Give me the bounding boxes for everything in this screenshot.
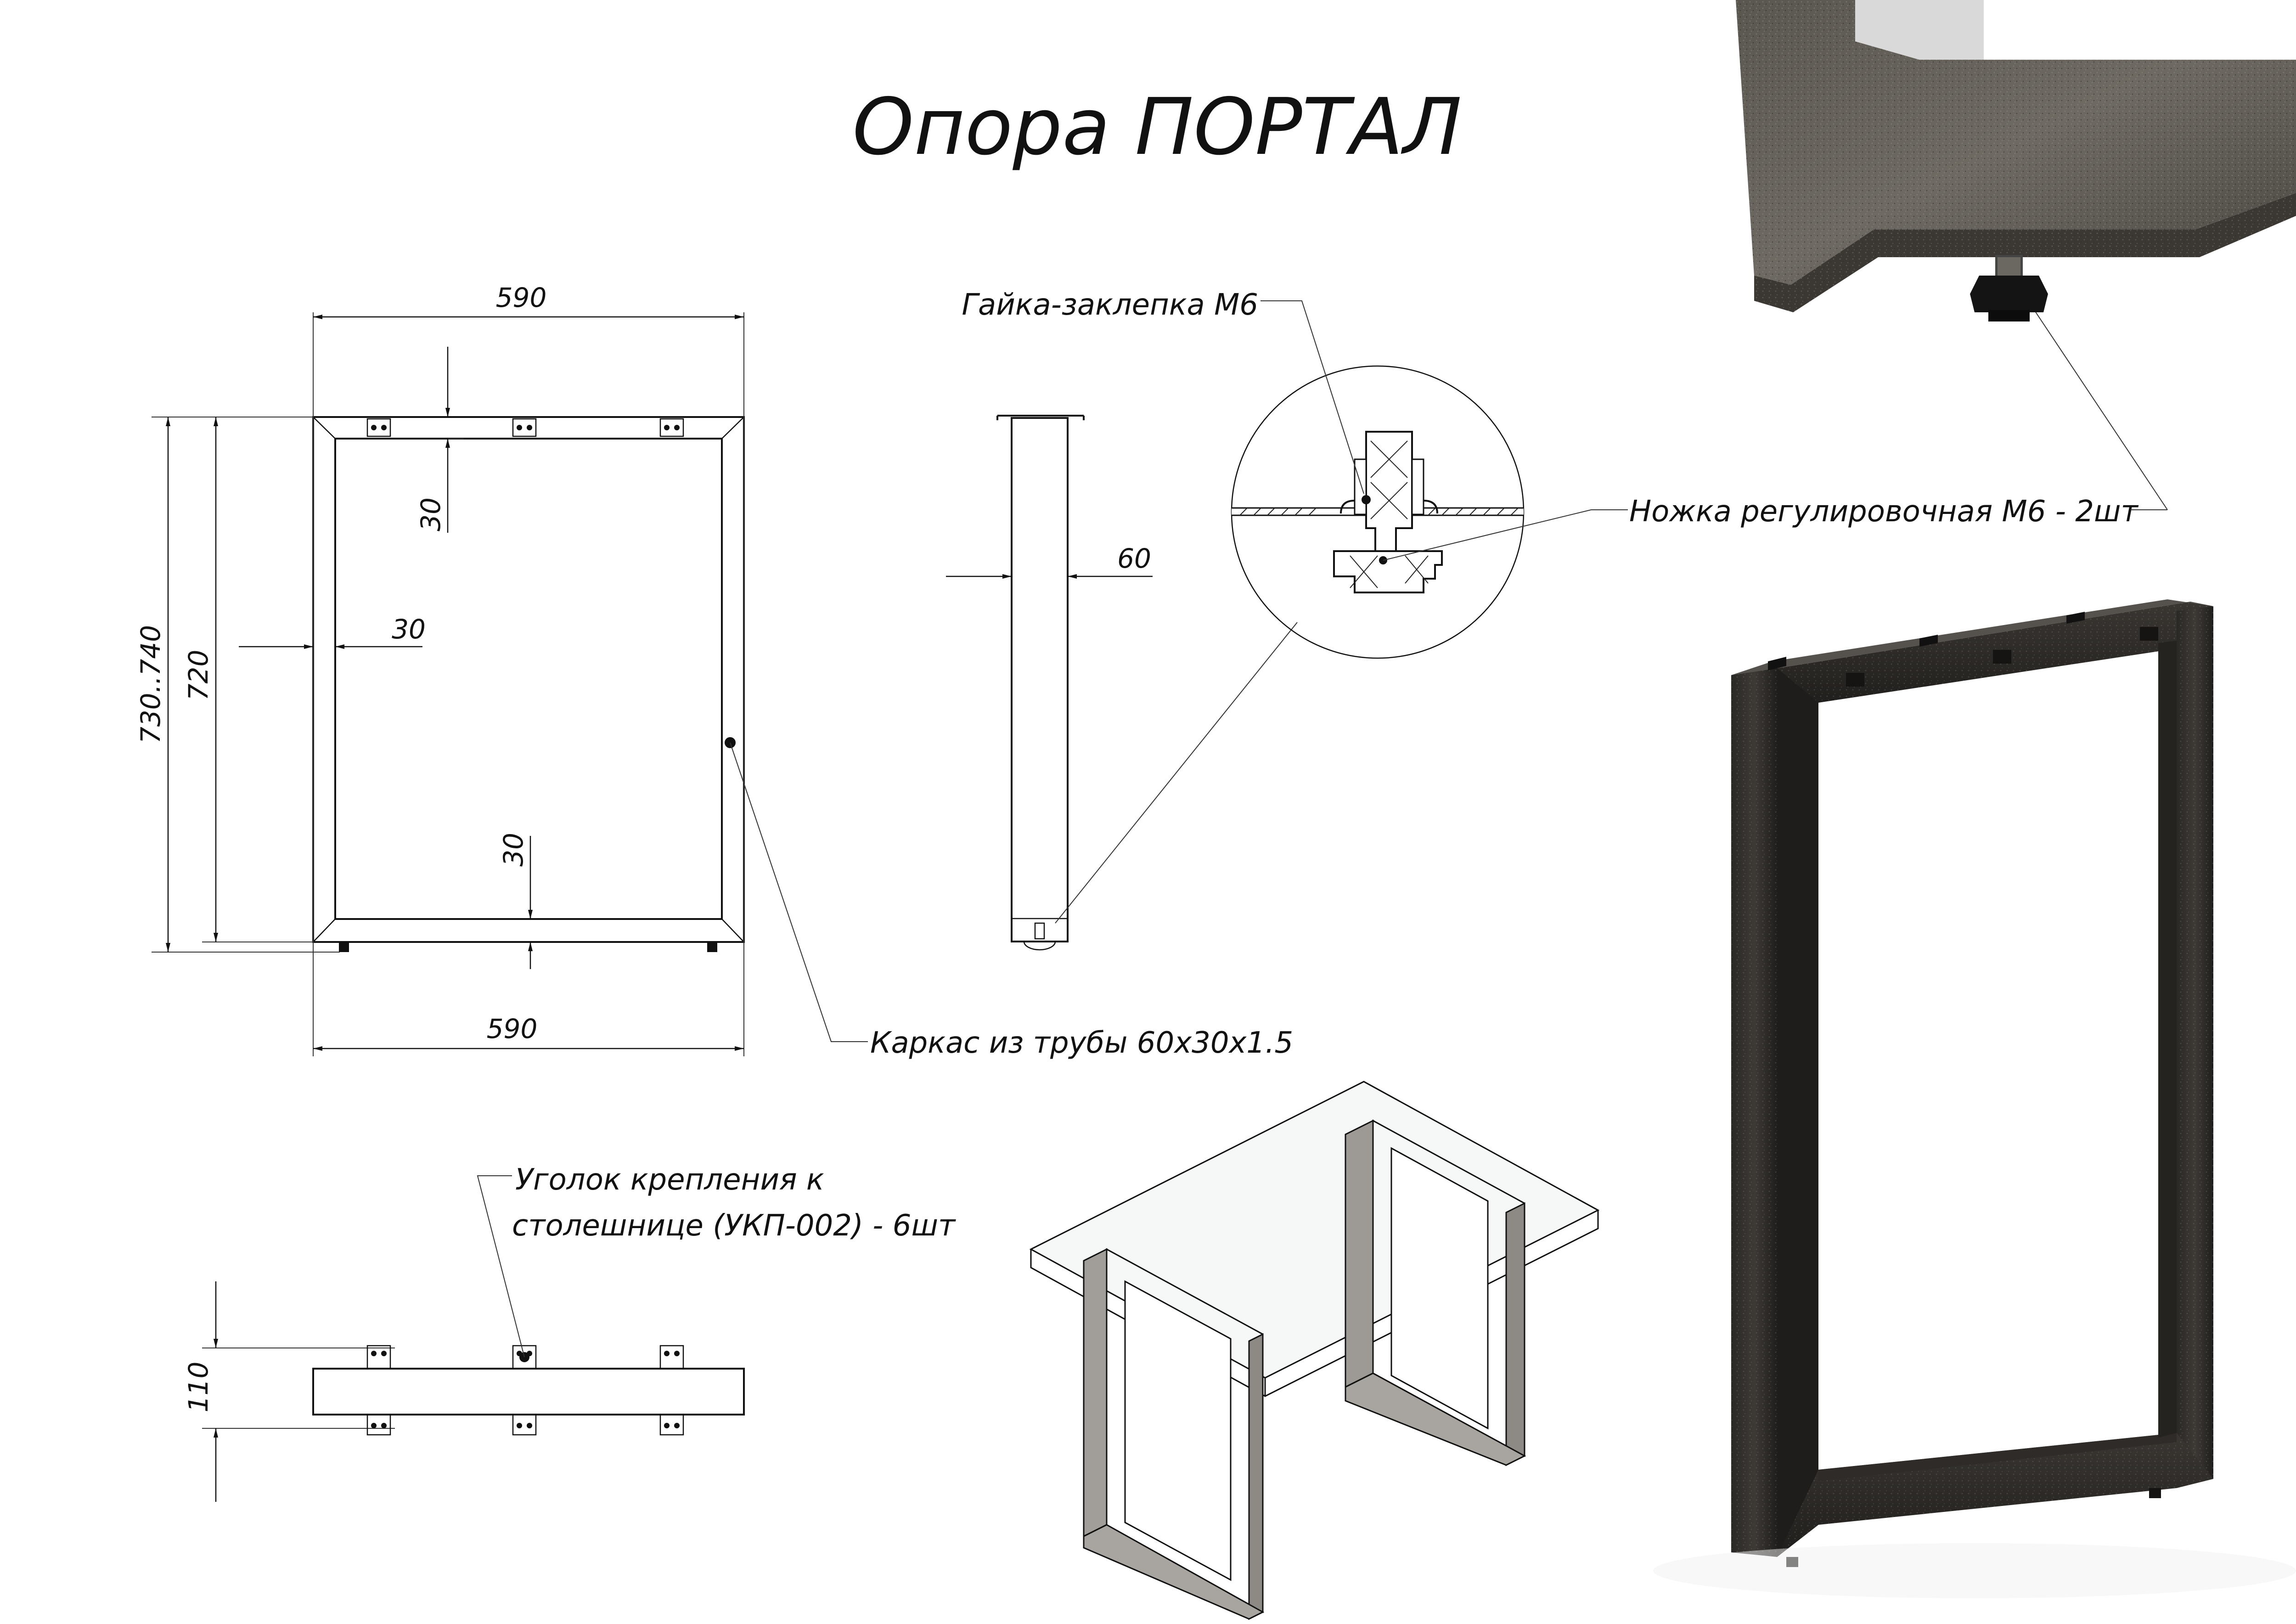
top-view: 110 Уголок крепления к столешнице (УКП-0…	[183, 1163, 956, 1502]
label-corner-line1: Уголок крепления к	[515, 1163, 824, 1197]
photo-leg	[1653, 599, 2296, 1598]
dim-width-bottom: 590	[487, 1013, 538, 1044]
photo-closeup	[1736, 0, 2296, 321]
label-nut-rivet: Гайка-заклепка М6	[962, 288, 1258, 322]
iso-leg-back	[1345, 1119, 1526, 1466]
bracket-row-bottom	[366, 1414, 684, 1436]
dim-side-depth: 60	[1117, 543, 1151, 574]
dim-top-depth: 110	[183, 1362, 214, 1413]
label-corner-line2: столешнице (УКП-002) - 6шт	[512, 1209, 956, 1243]
dim-side-tube: 30	[392, 614, 426, 645]
side-view: 60	[946, 415, 1298, 951]
iso-leg-front	[1083, 1248, 1265, 1620]
dim-frame-height: 720	[183, 650, 214, 701]
label-frame-tube: Каркас из трубы 60х30х1.5	[870, 1026, 1293, 1060]
top-bracket-left	[366, 418, 391, 437]
dim-overall-height: 730..740	[135, 625, 166, 744]
dim-width-top: 590	[496, 282, 547, 313]
label-adjust-foot: Ножка регулировочная М6 - 2шт	[1629, 495, 2139, 529]
bracket-row-top	[366, 1345, 684, 1370]
dim-bottom-tube: 30	[498, 833, 529, 867]
dim-top-tube: 30	[415, 497, 446, 531]
page-title: Опора ПОРТАЛ	[852, 82, 1462, 173]
adjust-foot-photo	[1970, 257, 2048, 321]
table-isometric	[1029, 1081, 1600, 1620]
top-bracket-right	[659, 418, 684, 437]
detail-view: Гайка-заклепка М6 Ножка регулировочная М…	[962, 288, 2168, 659]
front-view: 590 590 730..740 720 30 30 30 Каркас из …	[135, 282, 1293, 1060]
top-bracket-mid	[512, 418, 537, 437]
foot-left	[339, 942, 349, 952]
foot-right	[707, 942, 717, 952]
